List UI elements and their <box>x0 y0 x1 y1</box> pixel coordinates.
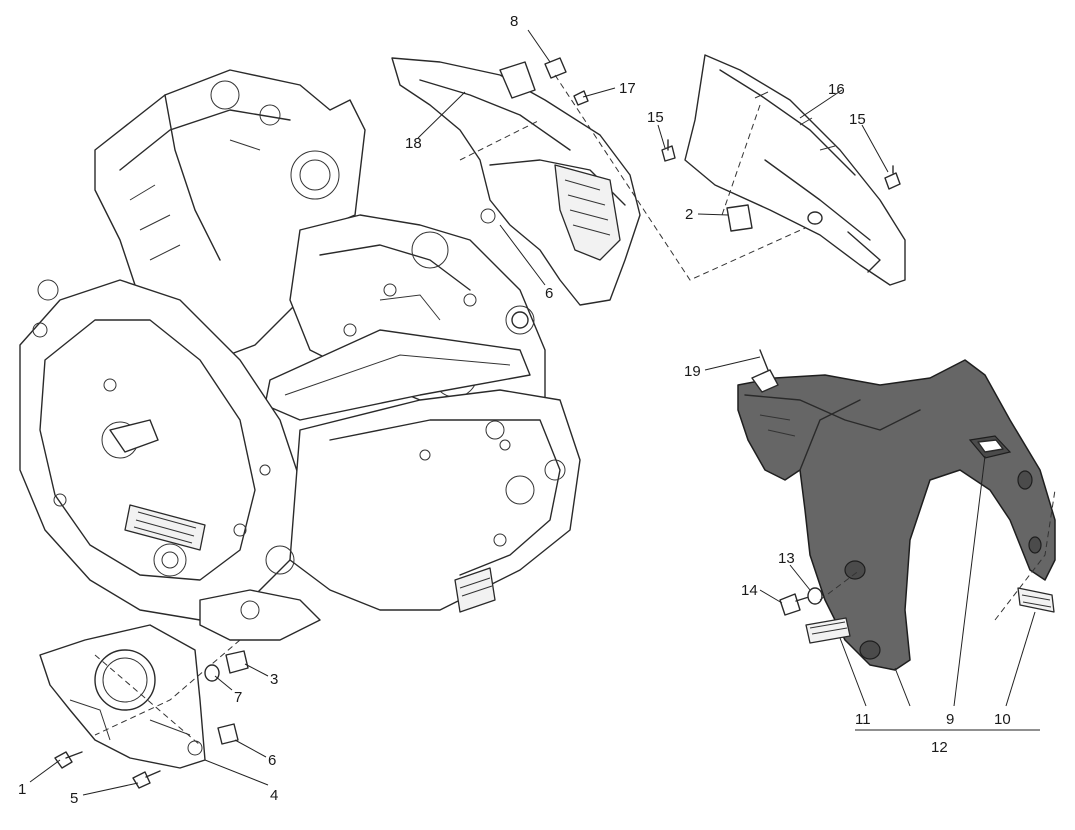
belt-cover-inner <box>391 57 641 306</box>
callout-9: 9 <box>946 711 955 728</box>
front-panel <box>737 359 1056 671</box>
sprocket-cover <box>39 624 241 769</box>
engine-assembly <box>19 69 581 641</box>
leader-lines <box>29 29 1040 796</box>
callout-16: 16 <box>828 81 845 98</box>
callout-11: 11 <box>855 711 871 728</box>
callout-4: 4 <box>270 787 279 804</box>
callout-8: 8 <box>510 13 519 30</box>
belt-cover-fasteners <box>544 57 676 162</box>
callout-5: 5 <box>70 790 79 807</box>
callout-15-right: 15 <box>849 111 866 128</box>
callout-15-left: 15 <box>647 109 664 126</box>
callout-10: 10 <box>994 711 1011 728</box>
callout-3: 3 <box>270 671 279 688</box>
front-panel-fasteners <box>759 349 823 616</box>
callout-13: 13 <box>778 550 795 567</box>
callout-6-upper: 6 <box>545 285 554 302</box>
callout-2: 2 <box>685 206 694 223</box>
belt-cover-outer <box>684 54 906 286</box>
callout-1: 1 <box>18 781 27 798</box>
callout-12: 12 <box>931 739 948 756</box>
callout-14: 14 <box>741 582 758 599</box>
ducati-logo-engine <box>124 504 206 551</box>
callout-6-lower: 6 <box>268 752 277 769</box>
front-panel-stickers <box>805 587 1055 644</box>
outer-cover-parts <box>726 165 901 232</box>
callout-18: 18 <box>405 135 422 152</box>
callout-19: 19 <box>684 363 701 380</box>
callout-7: 7 <box>234 689 243 706</box>
callout-17: 17 <box>619 80 636 97</box>
